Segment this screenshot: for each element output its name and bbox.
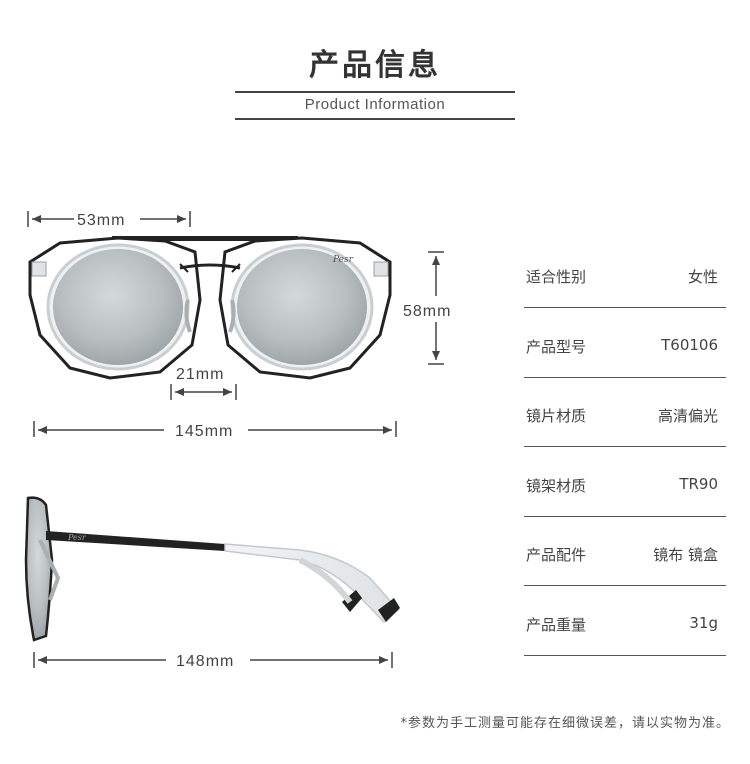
- spec-value: 高清偏光: [657, 407, 718, 425]
- spec-value: 镜布 镜盒: [653, 546, 718, 564]
- page-title: 产品信息: [309, 48, 441, 83]
- left-lens: [53, 249, 183, 365]
- temple-length-label: 148mm: [176, 653, 234, 670]
- dim-lens-height: 58mm: [403, 251, 451, 365]
- right-lens: [237, 249, 367, 365]
- front-view: [28, 236, 392, 380]
- lens-width-label: 53mm: [77, 212, 125, 229]
- page-subtitle: Product Information: [304, 96, 446, 113]
- spec-label: 适合性别: [526, 268, 587, 286]
- spec-row: 产品型号 T60106: [524, 310, 726, 378]
- dim-frame-width: 145mm: [33, 421, 397, 440]
- spec-row: 产品配件 镜布 镜盒: [524, 518, 726, 586]
- footnote: *参数为手工测量可能存在细微误差，请以实物为准。: [400, 716, 730, 731]
- dim-temple-length: 148mm: [33, 652, 393, 670]
- spec-row: 镜架材质 TR90: [524, 449, 726, 517]
- dim-lens-width: 53mm: [27, 211, 191, 229]
- spec-label: 镜片材质: [526, 407, 587, 425]
- side-brand-logo: Pesr: [67, 533, 87, 542]
- spec-value: T60106: [661, 335, 718, 354]
- spec-label: 产品型号: [526, 337, 587, 356]
- brand-logo: Pesr: [332, 255, 354, 265]
- spec-label: 镜架材质: [526, 476, 587, 495]
- spec-row: 产品重量 31g: [524, 588, 726, 656]
- title-rule-bottom: [235, 118, 515, 120]
- spec-label: 产品重量: [526, 615, 587, 634]
- bridge-width-label: 21mm: [176, 366, 224, 383]
- spec-value: 31g: [689, 613, 718, 632]
- spec-value: 女性: [687, 268, 718, 286]
- title-rule-top: [235, 91, 515, 93]
- section-header: 产品信息 Product Information: [0, 0, 750, 130]
- spec-row: 镜片材质 高清偏光: [524, 379, 726, 447]
- spec-label: 产品配件: [526, 546, 587, 564]
- frame-width-label: 145mm: [175, 423, 233, 440]
- dim-bridge-width: 21mm: [170, 366, 237, 400]
- spec-value: TR90: [679, 474, 718, 493]
- spec-row: 适合性别 女性: [524, 240, 726, 308]
- side-view: [24, 496, 400, 642]
- spec-table: 适合性别 女性 产品型号 T60106 镜片材质 高清偏光 镜架材质 TR90 …: [524, 240, 726, 657]
- lens-height-label: 58mm: [403, 303, 451, 320]
